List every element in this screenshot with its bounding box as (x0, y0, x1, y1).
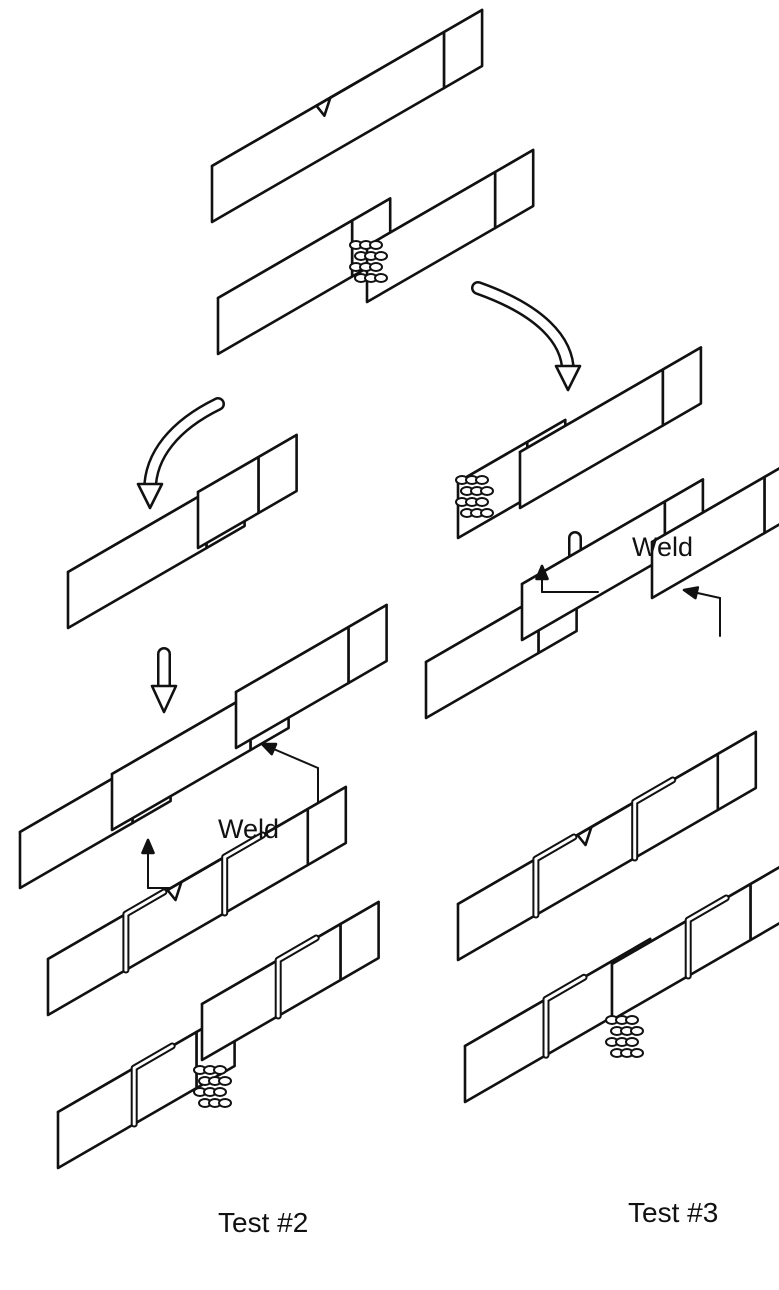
weld-leader-right-upper (684, 588, 720, 637)
left-piece-end (198, 435, 297, 548)
right-piece-long (520, 348, 701, 509)
notched-specimen (212, 10, 482, 222)
test-label-left: Test #2 (218, 1207, 308, 1238)
test-label-right: Test #3 (628, 1197, 718, 1228)
fracture-surface-right-bottom (606, 1016, 643, 1057)
left-assembly-end (236, 605, 387, 748)
arrow-right-down (478, 288, 580, 390)
weld-label-right: Weld (632, 532, 693, 562)
broken-welded-left-b (202, 902, 379, 1060)
broken-welded-right-b (612, 862, 779, 1020)
arrow-left-down-2 (152, 654, 176, 712)
broken-half-right (367, 150, 533, 302)
weld-label-left: Weld (218, 814, 279, 844)
